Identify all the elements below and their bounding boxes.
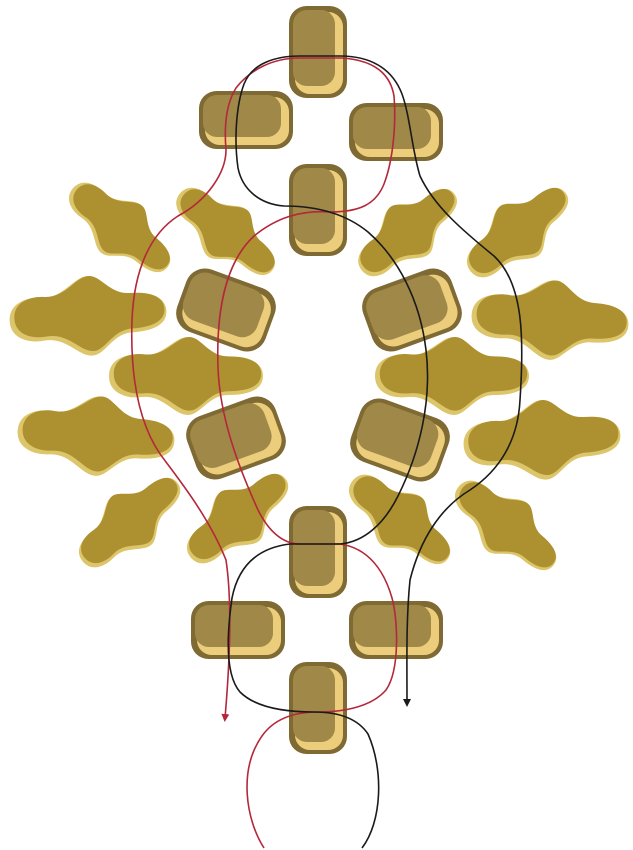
leaf-bead [54, 165, 187, 290]
leaf-bead [470, 275, 630, 364]
leaf-bead [440, 463, 573, 588]
brick-bead [289, 662, 347, 754]
brick-bead [199, 91, 293, 149]
leaf-bead [63, 459, 196, 584]
leaf-bead [8, 271, 168, 360]
brick-bead [289, 506, 347, 598]
leaf-bead [343, 171, 472, 293]
leaf-bead [462, 395, 622, 484]
leaf-bead [162, 171, 291, 293]
leaf-bead [334, 457, 467, 582]
brick-bead [289, 6, 347, 98]
brick-bead [289, 164, 347, 256]
leaf-bead [451, 169, 584, 294]
brick-bead [191, 601, 285, 659]
leaf-bead [16, 391, 176, 480]
brick-bead [349, 103, 443, 161]
leaf-bead [171, 455, 304, 580]
